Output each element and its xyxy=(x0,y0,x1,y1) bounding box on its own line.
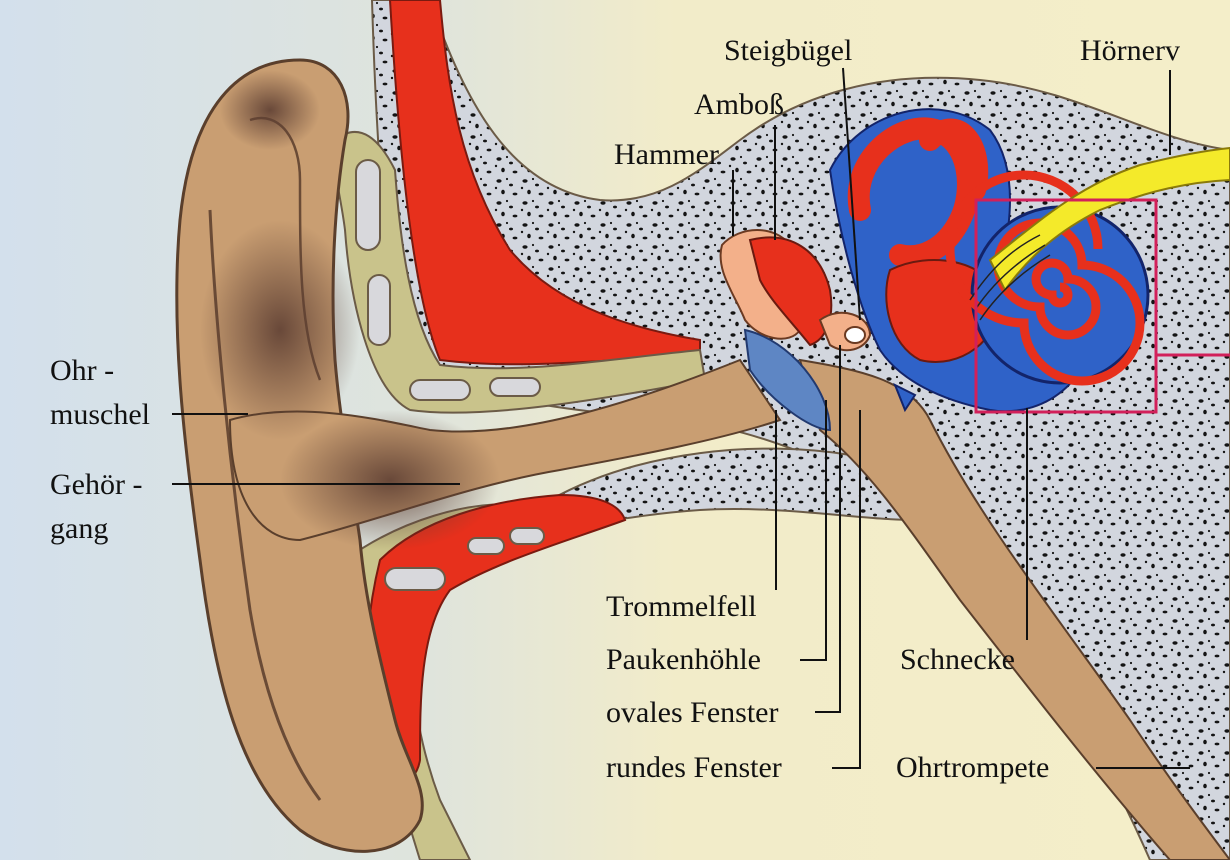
label-paukenhoehle: Paukenhöhle xyxy=(606,645,761,675)
oval-window xyxy=(845,327,865,343)
label-hammer: Hammer xyxy=(614,140,719,170)
label-rundes-fenster: rundes Fenster xyxy=(606,753,782,783)
label-amboss: Amboß xyxy=(694,90,784,120)
canal-shadow xyxy=(280,410,500,550)
label-ohrmuschel-line1: Ohr - xyxy=(50,356,114,386)
label-trommelfell: Trommelfell xyxy=(606,592,757,622)
label-hoernerv: Hörnerv xyxy=(1080,36,1180,66)
helix-shadow xyxy=(220,70,320,150)
label-gehoergang-line1: Gehör - xyxy=(50,470,142,500)
pinna-shadow xyxy=(200,220,360,440)
label-gehoergang-line2: gang xyxy=(50,514,108,544)
label-steigbuegel: Steigbügel xyxy=(724,36,852,66)
label-ohrmuschel-line2: muschel xyxy=(50,400,150,430)
label-ohrtrompete: Ohrtrompete xyxy=(896,753,1049,783)
label-schnecke: Schnecke xyxy=(900,645,1015,675)
label-ovales-fenster: ovales Fenster xyxy=(606,698,778,728)
